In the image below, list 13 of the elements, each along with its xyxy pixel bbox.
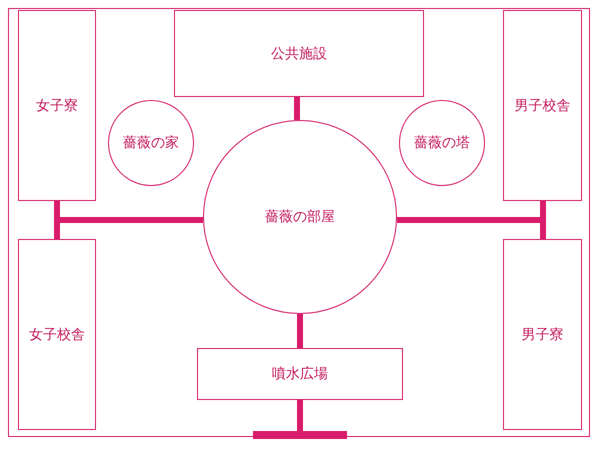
gate-bar <box>253 431 347 439</box>
building-box: 女子寮 <box>18 10 96 201</box>
building-box: 噴水広場 <box>197 348 403 400</box>
connector-bar <box>294 97 300 120</box>
central-circle: 薔薇の部屋 <box>203 120 397 314</box>
building-box: 男子校舎 <box>503 10 582 201</box>
connector-bar <box>297 314 303 348</box>
building-box: 女子校舎 <box>18 239 96 430</box>
circle-node: 薔薇の塔 <box>399 100 485 186</box>
building-box: 男子寮 <box>503 239 582 430</box>
circle-node: 薔薇の家 <box>108 100 194 186</box>
connector-bar <box>297 400 303 431</box>
building-box: 公共施設 <box>174 10 424 97</box>
